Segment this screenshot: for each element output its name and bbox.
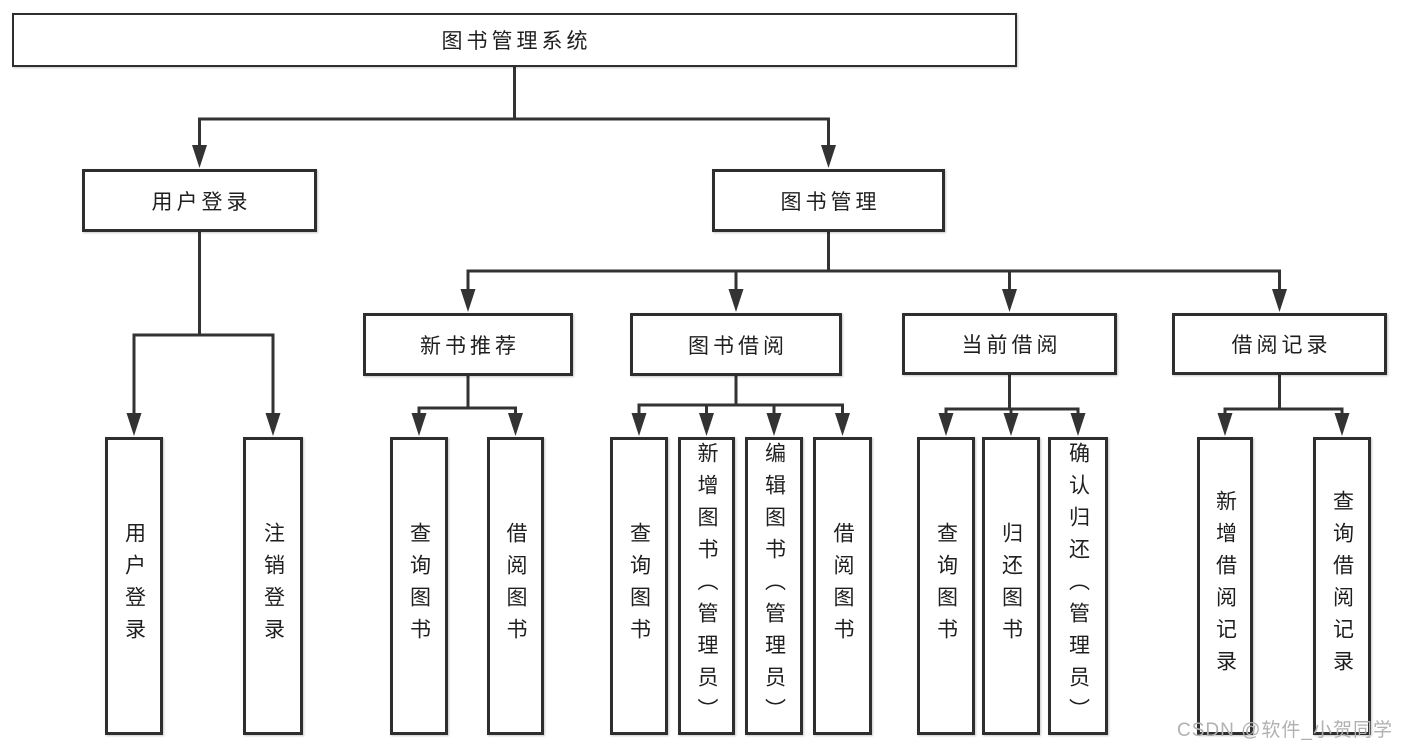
node-new-book-recommend: 新书推荐 (363, 313, 573, 376)
node-label: 用户登录 (122, 522, 146, 650)
node-label: 确认归还（管理员） (1066, 442, 1090, 730)
node-user-login: 用户登录 (82, 169, 317, 232)
node-label: 借阅图书 (831, 522, 854, 650)
node-label: 归还图书 (999, 522, 1023, 650)
leaf-query-borrow-record: 查询借阅记录 (1313, 437, 1371, 735)
node-label: 注销登录 (261, 522, 285, 650)
node-label: 编辑图书（管理员） (762, 442, 786, 730)
node-label: 新增借阅记录 (1213, 490, 1237, 682)
node-label: 查询图书 (627, 522, 651, 650)
node-label: 图书借阅 (688, 334, 788, 358)
leaf-add-borrow-record: 新增借阅记录 (1197, 437, 1253, 735)
leaf-add-book-admin: 新增图书（管理员） (678, 437, 735, 735)
leaf-user-login: 用户登录 (105, 437, 163, 735)
node-label: 借阅记录 (1231, 334, 1332, 357)
node-label: 借阅图书 (504, 522, 527, 650)
leaf-borrow-book-recommend: 借阅图书 (487, 437, 544, 735)
node-book-borrow: 图书借阅 (630, 313, 842, 376)
leaf-return-book: 归还图书 (982, 437, 1040, 735)
node-label: 查询借阅记录 (1330, 490, 1354, 682)
node-label: 新增图书（管理员） (695, 442, 718, 730)
node-label: 新书推荐 (420, 334, 520, 358)
leaf-logout: 注销登录 (243, 437, 303, 735)
node-label: 用户登录 (151, 190, 252, 214)
node-borrow-record: 借阅记录 (1172, 313, 1387, 375)
node-label: 图书管理系统 (441, 30, 592, 53)
node-book-management: 图书管理 (712, 169, 945, 232)
csdn-watermark: CSDN @软件_小贺同学 (1177, 720, 1393, 741)
leaf-query-book-current: 查询图书 (917, 437, 975, 735)
node-label: 当前借阅 (961, 334, 1062, 357)
leaf-edit-book-admin: 编辑图书（管理员） (745, 437, 803, 735)
leaf-query-book-borrow: 查询图书 (610, 437, 668, 735)
leaf-borrow-book: 借阅图书 (813, 437, 872, 735)
node-root-system: 图书管理系统 (12, 13, 1017, 67)
node-label: 查询图书 (934, 522, 958, 650)
node-label: 图书管理 (780, 190, 881, 214)
node-current-borrow: 当前借阅 (902, 313, 1117, 375)
leaf-query-book-recommend: 查询图书 (390, 437, 448, 735)
node-label: 查询图书 (407, 522, 431, 650)
leaf-confirm-return-admin: 确认归还（管理员） (1048, 437, 1108, 735)
